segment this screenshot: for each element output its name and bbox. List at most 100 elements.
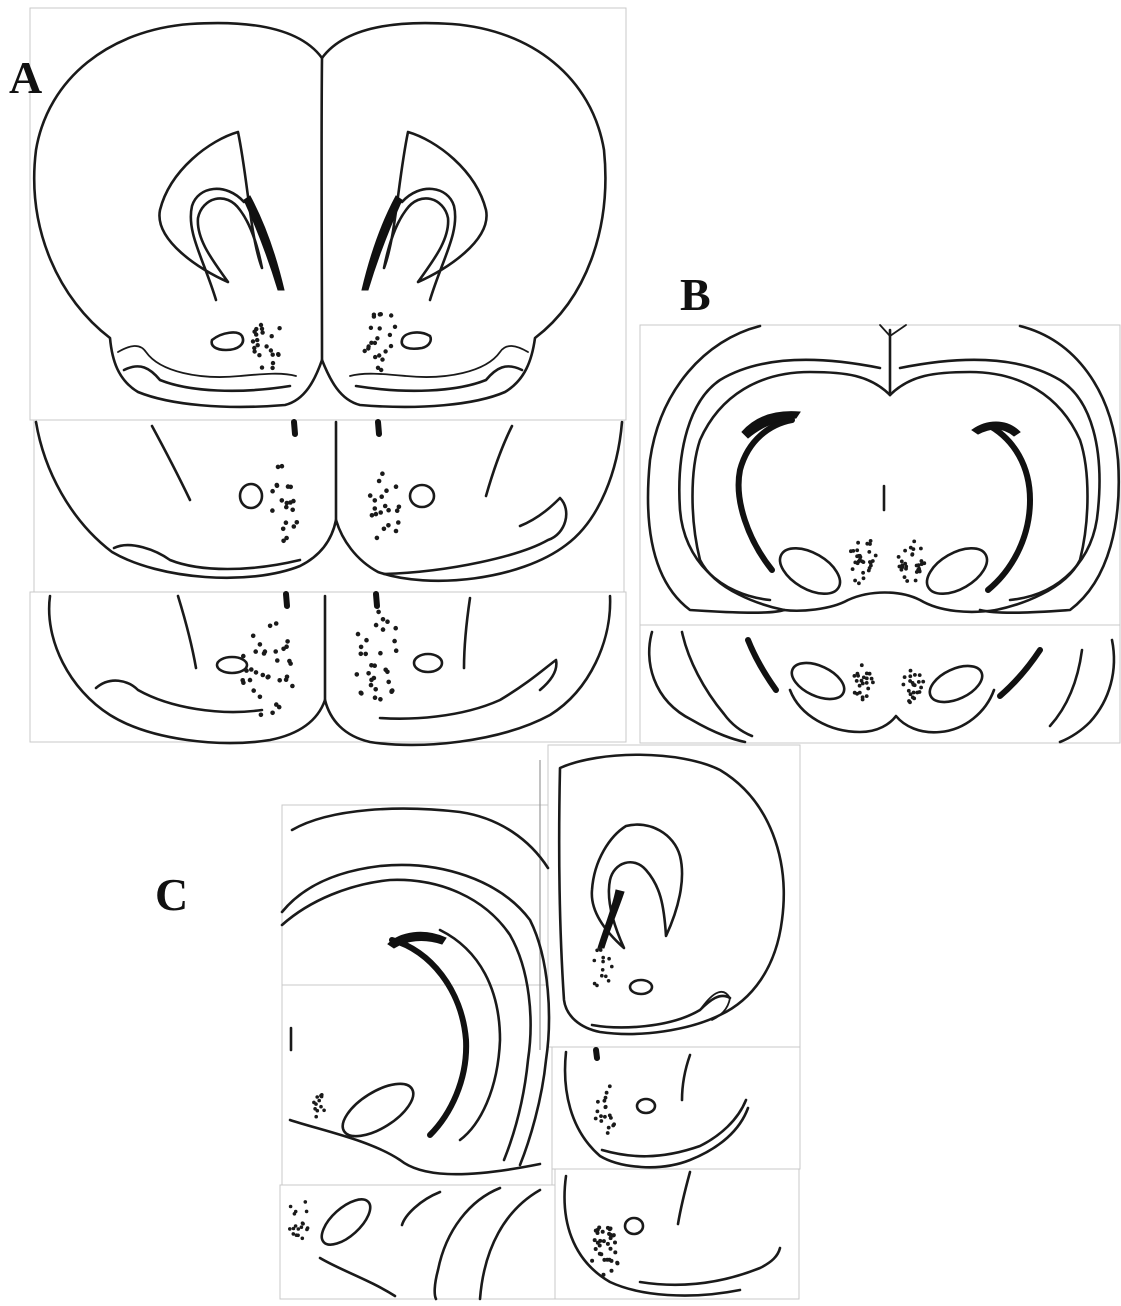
stipple-dot bbox=[306, 1226, 310, 1230]
stipple-dot bbox=[607, 979, 611, 983]
stipple-dot bbox=[372, 313, 376, 317]
stipple-dot bbox=[908, 674, 912, 678]
stipple-dot bbox=[599, 948, 603, 952]
stipple-dot bbox=[604, 975, 608, 979]
stipple-dot bbox=[244, 668, 249, 673]
stipple-dot bbox=[277, 326, 281, 330]
stipple-dot bbox=[376, 366, 380, 370]
stipple-dot bbox=[610, 1269, 614, 1273]
stipple-dot bbox=[596, 1110, 600, 1114]
stipple-dot bbox=[857, 581, 861, 585]
stipple-dot bbox=[590, 1259, 594, 1263]
stipple-dot bbox=[857, 560, 861, 564]
stipple-dot bbox=[304, 1200, 308, 1204]
stipple-dot bbox=[862, 676, 866, 680]
stipple-dot bbox=[305, 1210, 309, 1214]
stipple-dot bbox=[868, 542, 872, 546]
stipple-dot bbox=[369, 663, 374, 668]
stipple-dot bbox=[375, 536, 380, 541]
stipple-dot bbox=[383, 504, 388, 509]
stipple-dot bbox=[294, 1224, 298, 1228]
stipple-dot bbox=[386, 523, 391, 528]
stipple-dot bbox=[918, 569, 922, 573]
stipple-dot bbox=[911, 552, 915, 556]
stipple-dot bbox=[373, 498, 378, 503]
stipple-dot bbox=[275, 483, 280, 488]
panel-c-card-6 bbox=[555, 1169, 799, 1299]
stipple-dot bbox=[317, 1099, 321, 1103]
stipple-dot bbox=[284, 644, 289, 649]
stipple-dot bbox=[259, 713, 264, 718]
stipple-dot bbox=[295, 520, 300, 525]
stipple-dot bbox=[257, 353, 261, 357]
stipple-dot bbox=[388, 333, 392, 337]
stipple-dot bbox=[260, 327, 264, 331]
stipple-dot bbox=[271, 353, 275, 357]
stipple-dot bbox=[377, 353, 381, 357]
stipple-dot bbox=[280, 464, 285, 469]
stipple-dot bbox=[378, 651, 383, 656]
stipple-dot bbox=[611, 1124, 615, 1128]
stipple-dot bbox=[862, 560, 866, 564]
stipple-dot bbox=[868, 560, 872, 564]
stipple-dot bbox=[907, 699, 911, 703]
stipple-dot bbox=[866, 687, 870, 691]
stipple-dot bbox=[301, 1237, 305, 1241]
stipple-dot bbox=[271, 361, 275, 365]
stipple-dot bbox=[857, 554, 861, 558]
stipple-dot bbox=[918, 673, 922, 677]
stipple-dot bbox=[284, 536, 289, 541]
stipple-dot bbox=[393, 325, 397, 329]
stipple-dot bbox=[287, 659, 292, 664]
stipple-dot bbox=[593, 982, 597, 986]
stipple-dot bbox=[907, 689, 911, 693]
stipple-dot bbox=[277, 705, 282, 710]
stipple-dot bbox=[255, 338, 259, 342]
stipple-dot bbox=[853, 561, 857, 565]
stipple-dot bbox=[598, 1252, 602, 1256]
stipple-dot bbox=[386, 508, 391, 513]
stipple-dot bbox=[252, 349, 256, 353]
stipple-dot bbox=[258, 695, 263, 700]
stipple-dot bbox=[378, 312, 382, 316]
stipple-dot bbox=[871, 681, 875, 685]
stipple-dot bbox=[599, 1119, 603, 1123]
stipple-dot bbox=[359, 691, 364, 696]
stipple-dot bbox=[359, 652, 364, 657]
stipple-dot bbox=[853, 674, 857, 678]
section-a3-stub-left bbox=[286, 594, 287, 606]
stipple-dot bbox=[912, 683, 916, 687]
stipple-dot bbox=[270, 508, 275, 513]
stipple-dot bbox=[389, 344, 393, 348]
stipple-dot bbox=[604, 1105, 608, 1109]
stipple-dot bbox=[874, 554, 878, 558]
stipple-dot bbox=[378, 510, 383, 515]
stipple-dot bbox=[913, 673, 917, 677]
stipple-dot bbox=[909, 692, 913, 696]
stipple-dot bbox=[603, 1115, 607, 1119]
stipple-dot bbox=[396, 520, 401, 525]
stipple-dot bbox=[865, 681, 869, 685]
stipple-dot bbox=[275, 658, 280, 663]
stipple-dot bbox=[919, 686, 923, 690]
stipple-dot bbox=[855, 692, 859, 696]
stipple-dot bbox=[269, 348, 273, 352]
stipple-dot bbox=[597, 1226, 601, 1230]
panel-c-card-3 bbox=[280, 1185, 556, 1299]
stipple-dot bbox=[290, 684, 295, 689]
stipple-dot bbox=[609, 1233, 613, 1237]
stipple-dot bbox=[865, 694, 869, 698]
stipple-dot bbox=[380, 357, 384, 361]
panel-a bbox=[30, 8, 626, 745]
stipple-dot bbox=[284, 520, 289, 525]
stipple-dot bbox=[914, 579, 918, 583]
panel-c bbox=[280, 745, 800, 1299]
stipple-dot bbox=[915, 564, 919, 568]
stipple-dot bbox=[370, 513, 375, 518]
stipple-dot bbox=[319, 1105, 323, 1109]
stipple-dot bbox=[290, 508, 295, 513]
stipple-dot bbox=[602, 1258, 606, 1262]
stipple-dot bbox=[355, 672, 360, 677]
